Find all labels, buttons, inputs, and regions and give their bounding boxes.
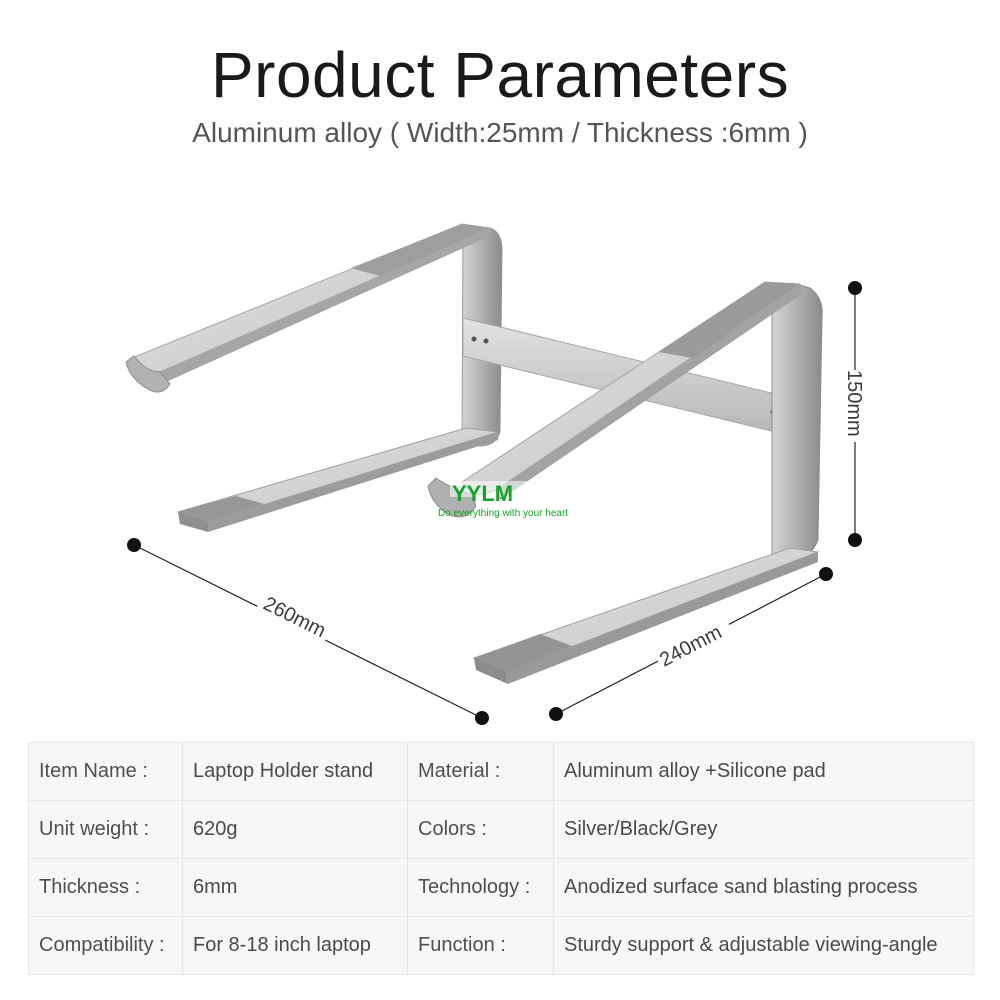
table-row: Thickness : 6mm Technology : Anodized su… bbox=[28, 858, 974, 917]
table-row: Unit weight : 620g Colors : Silver/Black… bbox=[28, 800, 974, 859]
spec-label: Technology : bbox=[407, 858, 554, 917]
spec-value: 6mm bbox=[182, 858, 408, 917]
watermark-tagline: Do everything with your heart bbox=[438, 508, 568, 519]
brand-watermark: YYLM Do everything with your heart bbox=[438, 481, 568, 519]
spec-value: 620g bbox=[182, 800, 408, 859]
spec-value: Laptop Holder stand bbox=[182, 742, 408, 801]
spec-value: Silver/Black/Grey bbox=[553, 800, 974, 859]
length-dimension: 260mm bbox=[127, 538, 489, 725]
spec-label: Function : bbox=[407, 916, 554, 975]
spec-value: Anodized surface sand blasting process bbox=[553, 858, 974, 917]
spec-label: Compatibility : bbox=[28, 916, 183, 975]
spec-label: Colors : bbox=[407, 800, 554, 859]
spec-value: Sturdy support & adjustable viewing-angl… bbox=[553, 916, 974, 975]
height-dimension: 150mm bbox=[843, 281, 869, 547]
spec-value: Aluminum alloy +Silicone pad bbox=[553, 742, 974, 801]
specs-table: Item Name : Laptop Holder stand Material… bbox=[28, 742, 974, 975]
spec-label: Item Name : bbox=[28, 742, 183, 801]
right-stand-frame bbox=[427, 281, 823, 684]
spec-value: For 8-18 inch laptop bbox=[182, 916, 408, 975]
spec-label: Unit weight : bbox=[28, 800, 183, 859]
left-stand-frame bbox=[125, 223, 503, 532]
table-row: Compatibility : For 8-18 inch laptop Fun… bbox=[28, 916, 974, 975]
laptop-stand-illustration: YYLM Do everything with your heart 150mm… bbox=[125, 223, 869, 725]
watermark-brand: YYLM bbox=[452, 481, 513, 506]
page-subtitle: Aluminum alloy ( Width:25mm / Thickness … bbox=[192, 117, 808, 148]
page-title: Product Parameters bbox=[210, 39, 790, 111]
spec-label: Material : bbox=[407, 742, 554, 801]
spec-label: Thickness : bbox=[28, 858, 183, 917]
height-label: 150mm bbox=[843, 370, 865, 437]
table-row: Item Name : Laptop Holder stand Material… bbox=[28, 742, 974, 801]
